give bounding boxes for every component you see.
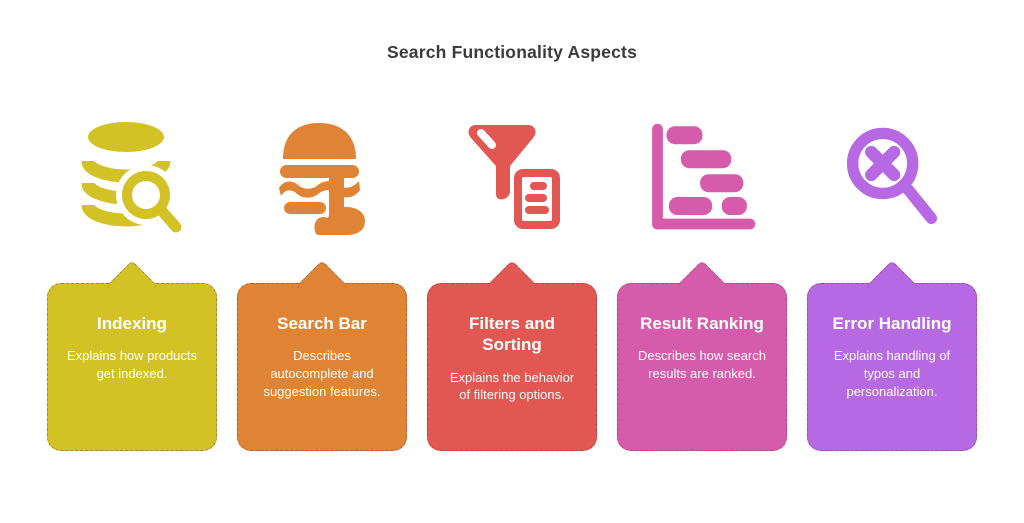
burger-touch-icon	[271, 113, 373, 245]
database-search-icon	[81, 113, 183, 245]
diagram-title: Search Functionality Aspects	[386, 42, 638, 62]
card-heading: Indexing	[97, 314, 167, 333]
card-heading: Error Handling	[832, 314, 952, 333]
card-filters-sorting: Filters and Sorting Explains the behavio…	[427, 260, 597, 451]
column-filters-sorting: Filters and Sorting Explains the behavio…	[427, 113, 597, 451]
card-body: Describes autocomplete and suggestion fe…	[263, 348, 381, 400]
card-pointer-up	[295, 260, 349, 313]
magnifier-x-icon	[840, 113, 944, 245]
card-heading: Search Bar	[277, 314, 367, 333]
funnel-document-icon	[462, 113, 562, 245]
card-pointer-up	[105, 260, 159, 313]
infographic-canvas: Search Functionality Aspects Indexing	[0, 42, 1024, 523]
card-search-bar: Search Bar Describes autocomplete and su…	[237, 260, 407, 451]
column-search-bar: Search Bar Describes autocomplete and su…	[237, 113, 407, 451]
column-indexing: Indexing Explains how products get index…	[47, 113, 217, 451]
card-pointer-up	[485, 260, 539, 313]
card-pointer-up	[675, 260, 729, 313]
card-heading: Result Ranking	[640, 314, 764, 333]
ranking-bars-icon	[640, 113, 765, 245]
card-body: Explains handling of typos and personali…	[833, 348, 951, 400]
card-body: Describes how search results are ranked.	[638, 348, 766, 382]
aspect-columns: Indexing Explains how products get index…	[0, 113, 1024, 451]
column-error-handling: Error Handling Explains handling of typo…	[807, 113, 977, 451]
card-error-handling: Error Handling Explains handling of typo…	[807, 260, 977, 451]
card-indexing: Indexing Explains how products get index…	[47, 260, 217, 451]
card-body: Explains how products get indexed.	[66, 348, 198, 382]
card-heading: Filters and Sorting	[469, 314, 555, 355]
column-result-ranking: Result Ranking Describes how search resu…	[617, 113, 787, 451]
card-body: Explains the behavior of filtering optio…	[449, 369, 575, 403]
card-result-ranking: Result Ranking Describes how search resu…	[617, 260, 787, 451]
card-pointer-up	[865, 260, 919, 313]
